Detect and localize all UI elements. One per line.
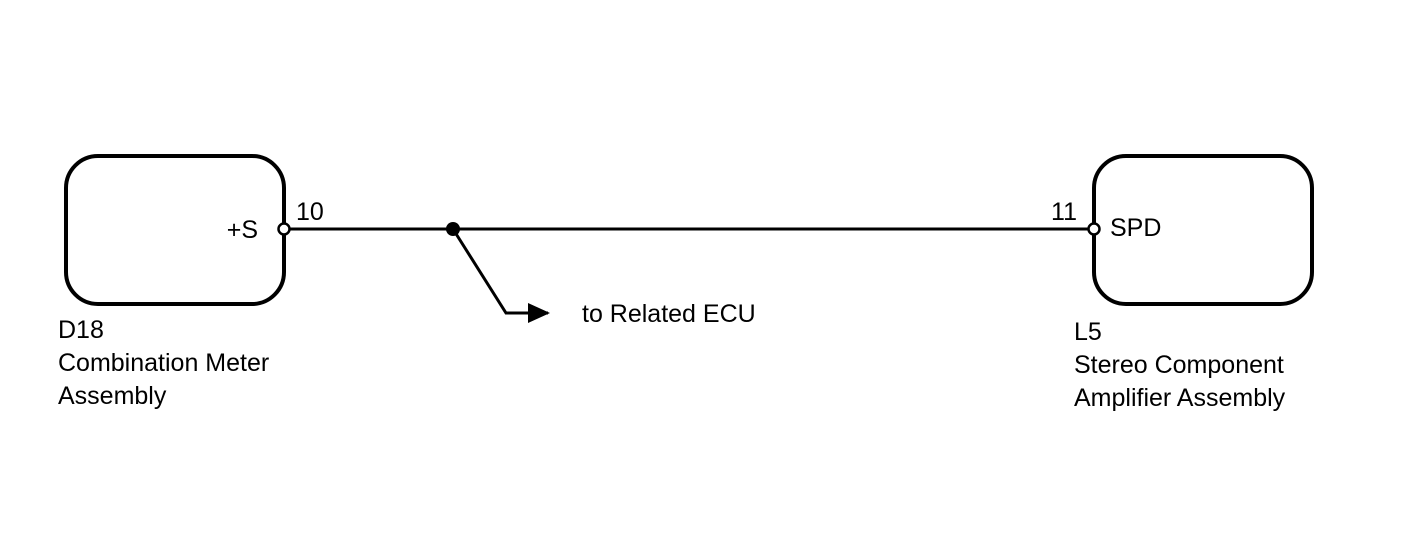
- branch-wire: [451, 228, 548, 315]
- left-terminal-label: +S: [227, 216, 258, 244]
- right-component-name-line1: Stereo Component: [1074, 351, 1284, 379]
- left-pin-number: 10: [296, 198, 324, 226]
- right-component-id: L5: [1074, 318, 1102, 346]
- right-pin-number: 11: [1051, 198, 1077, 226]
- left-terminal-pin-icon: [277, 222, 291, 236]
- left-component-name-line1: Combination Meter: [58, 349, 269, 377]
- branch-arrow-icon: [528, 303, 550, 323]
- branch-label: to Related ECU: [582, 300, 756, 328]
- right-component: SPD 11 L5 Stereo Component Amplifier Ass…: [1051, 154, 1314, 412]
- right-terminal-pin-icon: [1087, 222, 1101, 236]
- left-component-id: D18: [58, 316, 104, 344]
- left-component: +S 10 D18 Combination Meter Assembly: [58, 154, 324, 410]
- right-terminal-label: SPD: [1110, 214, 1161, 242]
- left-component-name-line2: Assembly: [58, 382, 167, 410]
- right-component-name-line2: Amplifier Assembly: [1074, 384, 1286, 412]
